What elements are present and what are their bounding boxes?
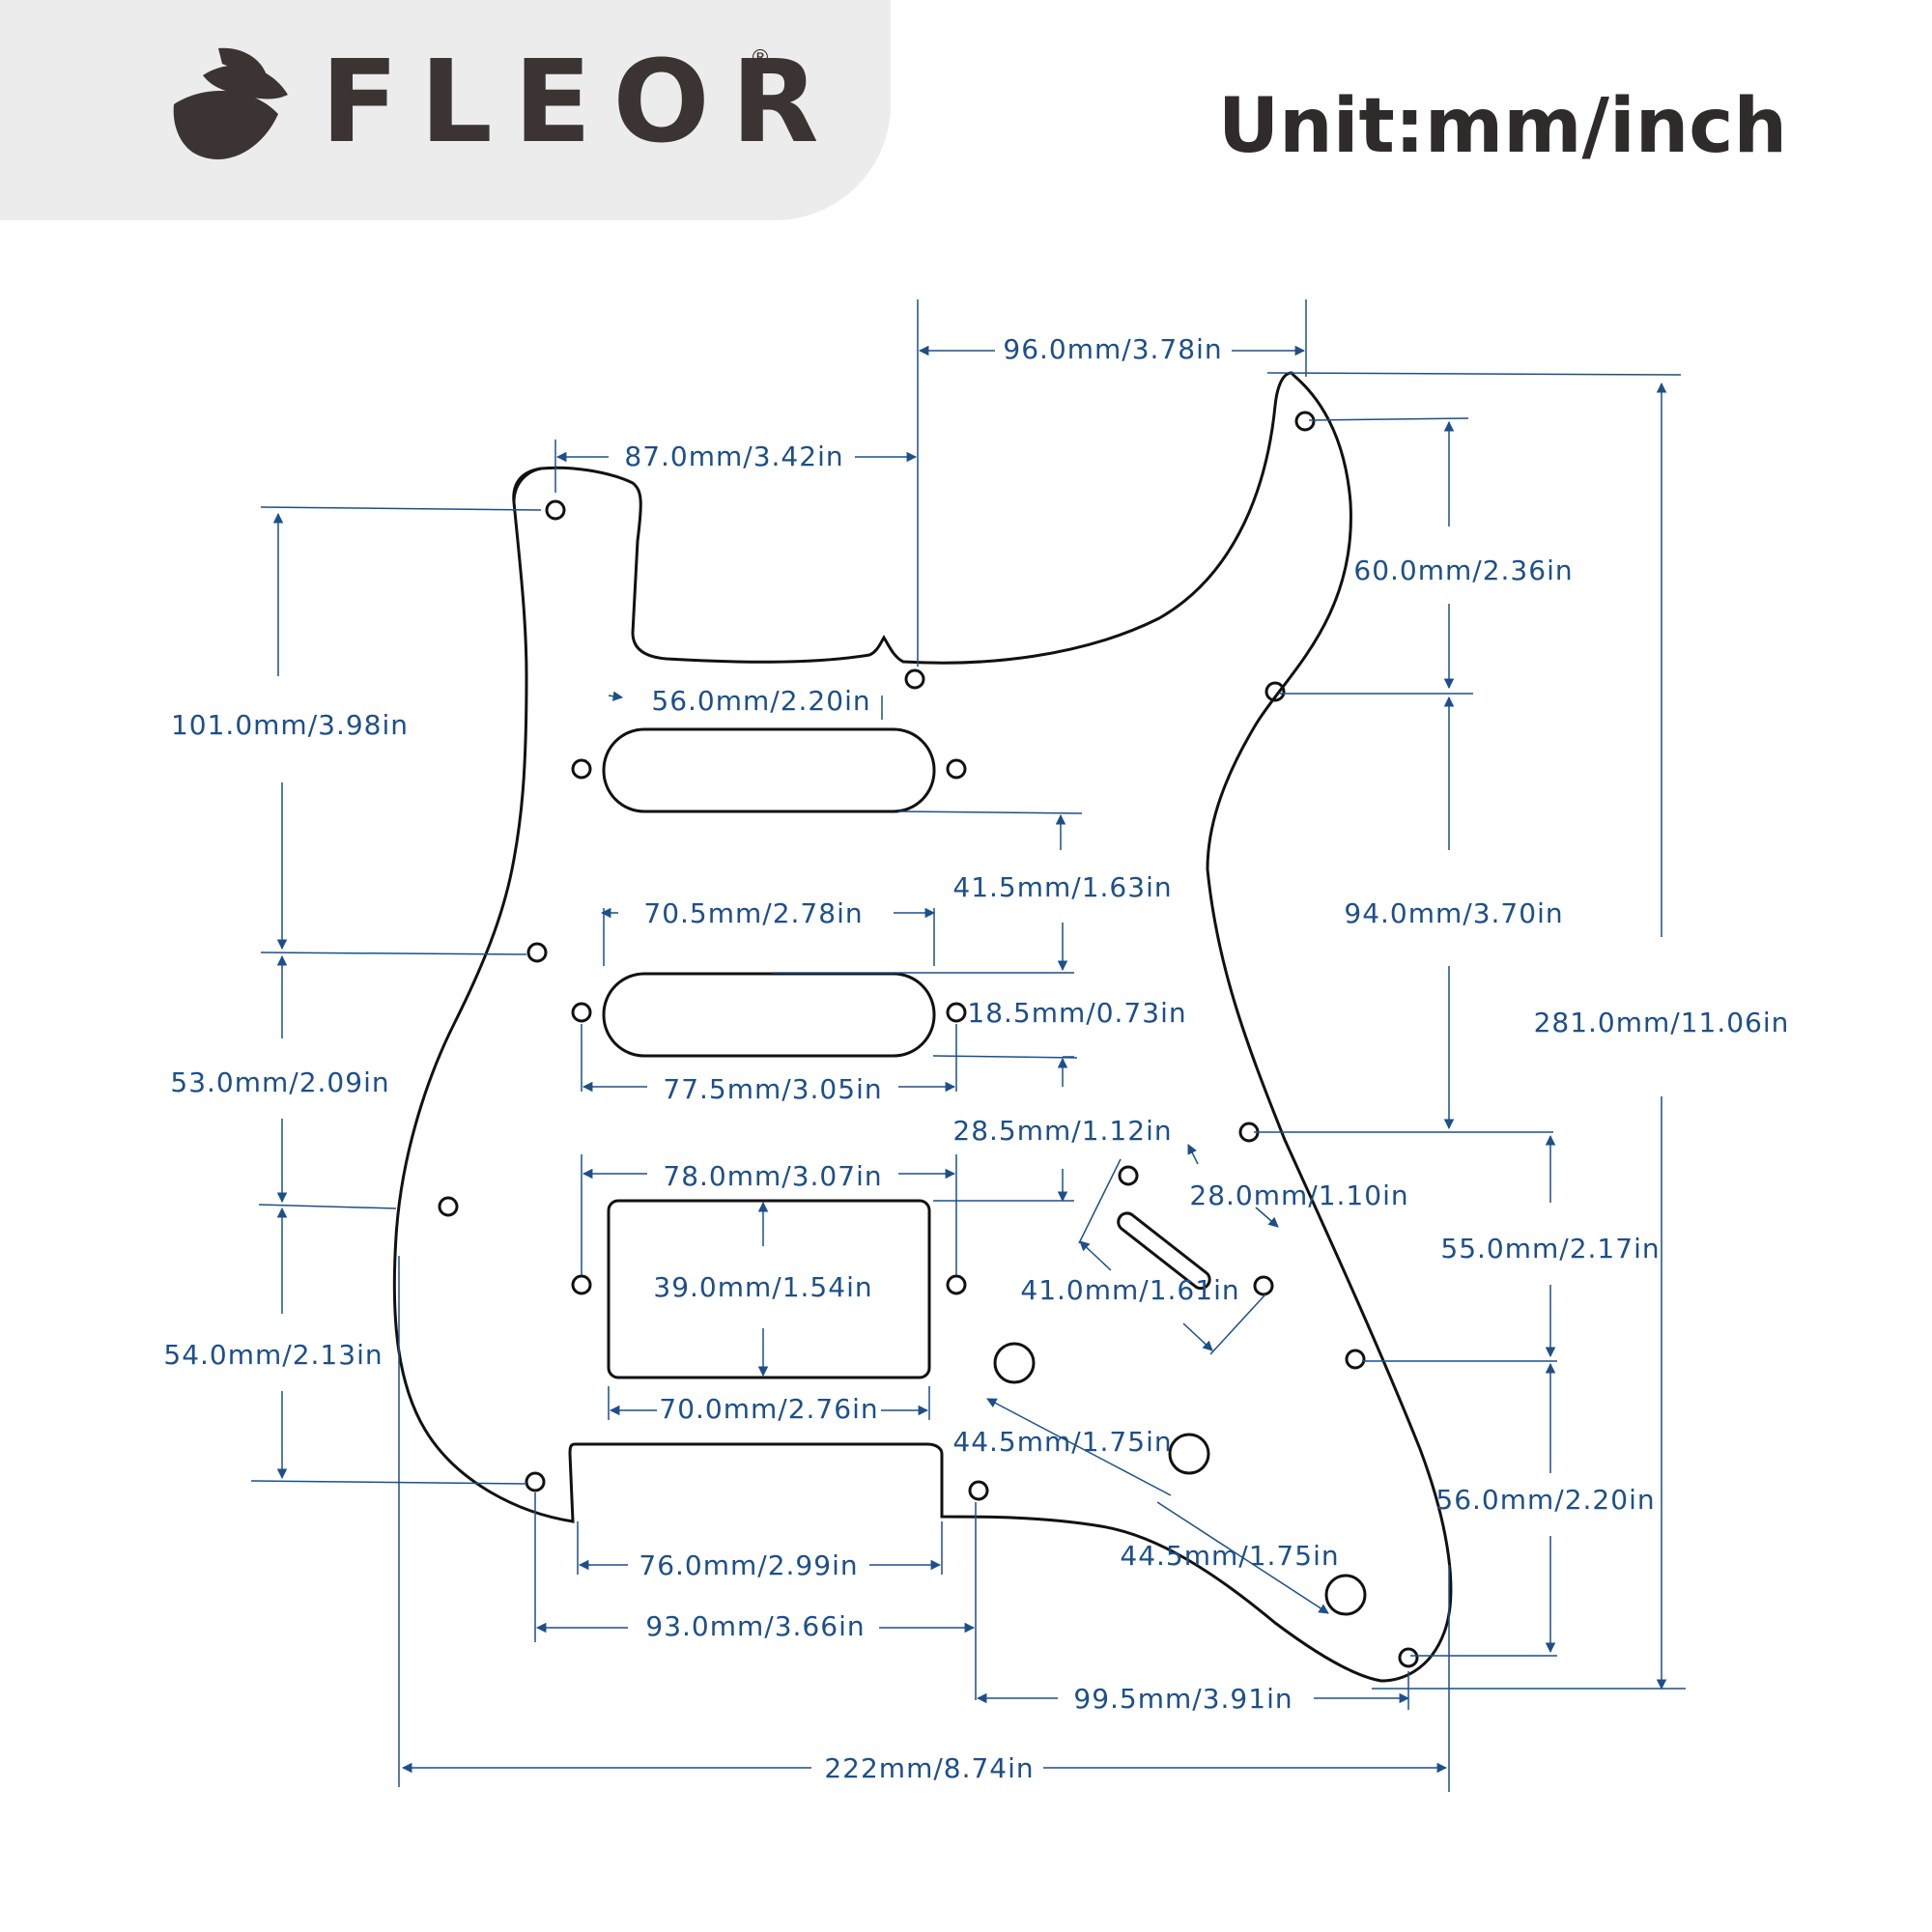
brand-name: FLEOR: [321, 35, 840, 168]
dim-right-mid: 94.0mm/3.70in: [1344, 897, 1563, 929]
humbucker-slot: [607, 1199, 931, 1379]
dim-left-mid: 53.0mm/2.09in: [170, 1066, 389, 1098]
dim-left-upper: 101.0mm/3.98in: [171, 709, 409, 741]
dim-bottom-right: 99.5mm/3.91in: [1073, 1683, 1293, 1715]
dim-top-width: 96.0mm/3.78in: [1003, 333, 1222, 365]
dim-bridge-cut-width: 76.0mm/2.99in: [639, 1549, 858, 1581]
unit-label: Unit:mm/inch: [1217, 83, 1787, 170]
dim-top-right-hole: 60.0mm/2.36in: [1353, 554, 1573, 586]
dim-hb-height: 39.0mm/1.54in: [653, 1271, 872, 1303]
header-panel: [0, 0, 891, 220]
dim-bottom-holes: 93.0mm/3.66in: [645, 1610, 865, 1642]
neck-pickup-slot: [602, 727, 936, 813]
horn-edge: [512, 467, 542, 503]
dim-right-bottom: 56.0mm/2.20in: [1435, 1484, 1655, 1516]
dim-total-height: 281.0mm/11.06in: [1534, 1007, 1790, 1038]
dim-total-width: 222mm/8.74in: [824, 1752, 1034, 1784]
dim-mid-outer-width: 70.5mm/2.78in: [643, 897, 863, 929]
control-knob-holes: [993, 1342, 1367, 1616]
dim-knob-spacing-1: 44.5mm/1.75in: [952, 1426, 1172, 1458]
pickguard-outline: [392, 371, 1453, 1683]
middle-pickup-slot: [602, 972, 936, 1058]
dim-switch-slot: 28.0mm/1.10in: [1189, 1179, 1408, 1211]
dim-switch-holes: 41.0mm/1.61in: [1020, 1274, 1239, 1306]
dim-mid-to-hb: 28.5mm/1.12in: [952, 1115, 1172, 1147]
switch-slot: [1117, 1211, 1211, 1291]
dim-knob-spacing-2: 44.5mm/1.75in: [1120, 1540, 1339, 1572]
dim-mid-hole-spacing: 77.5mm/3.05in: [663, 1073, 882, 1105]
dim-neck-to-mid: 41.5mm/1.63in: [952, 871, 1172, 903]
dim-left-lower: 54.0mm/2.13in: [163, 1339, 383, 1371]
leaf-logo-icon: [173, 47, 288, 159]
dim-pickup-slot-width: 56.0mm/2.20in: [651, 685, 870, 717]
screw-holes: [438, 411, 1419, 1668]
dim-hb-hole-spacing: 78.0mm/3.07in: [663, 1160, 882, 1192]
trademark-symbol: ®: [750, 46, 771, 71]
dim-mid-pickup-height: 18.5mm/0.73in: [967, 997, 1186, 1029]
dimension-lines: [250, 299, 1686, 1792]
dim-right-lower: 55.0mm/2.17in: [1440, 1233, 1660, 1264]
dim-hb-width: 70.0mm/2.76in: [659, 1393, 878, 1425]
dim-horn-width: 87.0mm/3.42in: [624, 440, 843, 472]
